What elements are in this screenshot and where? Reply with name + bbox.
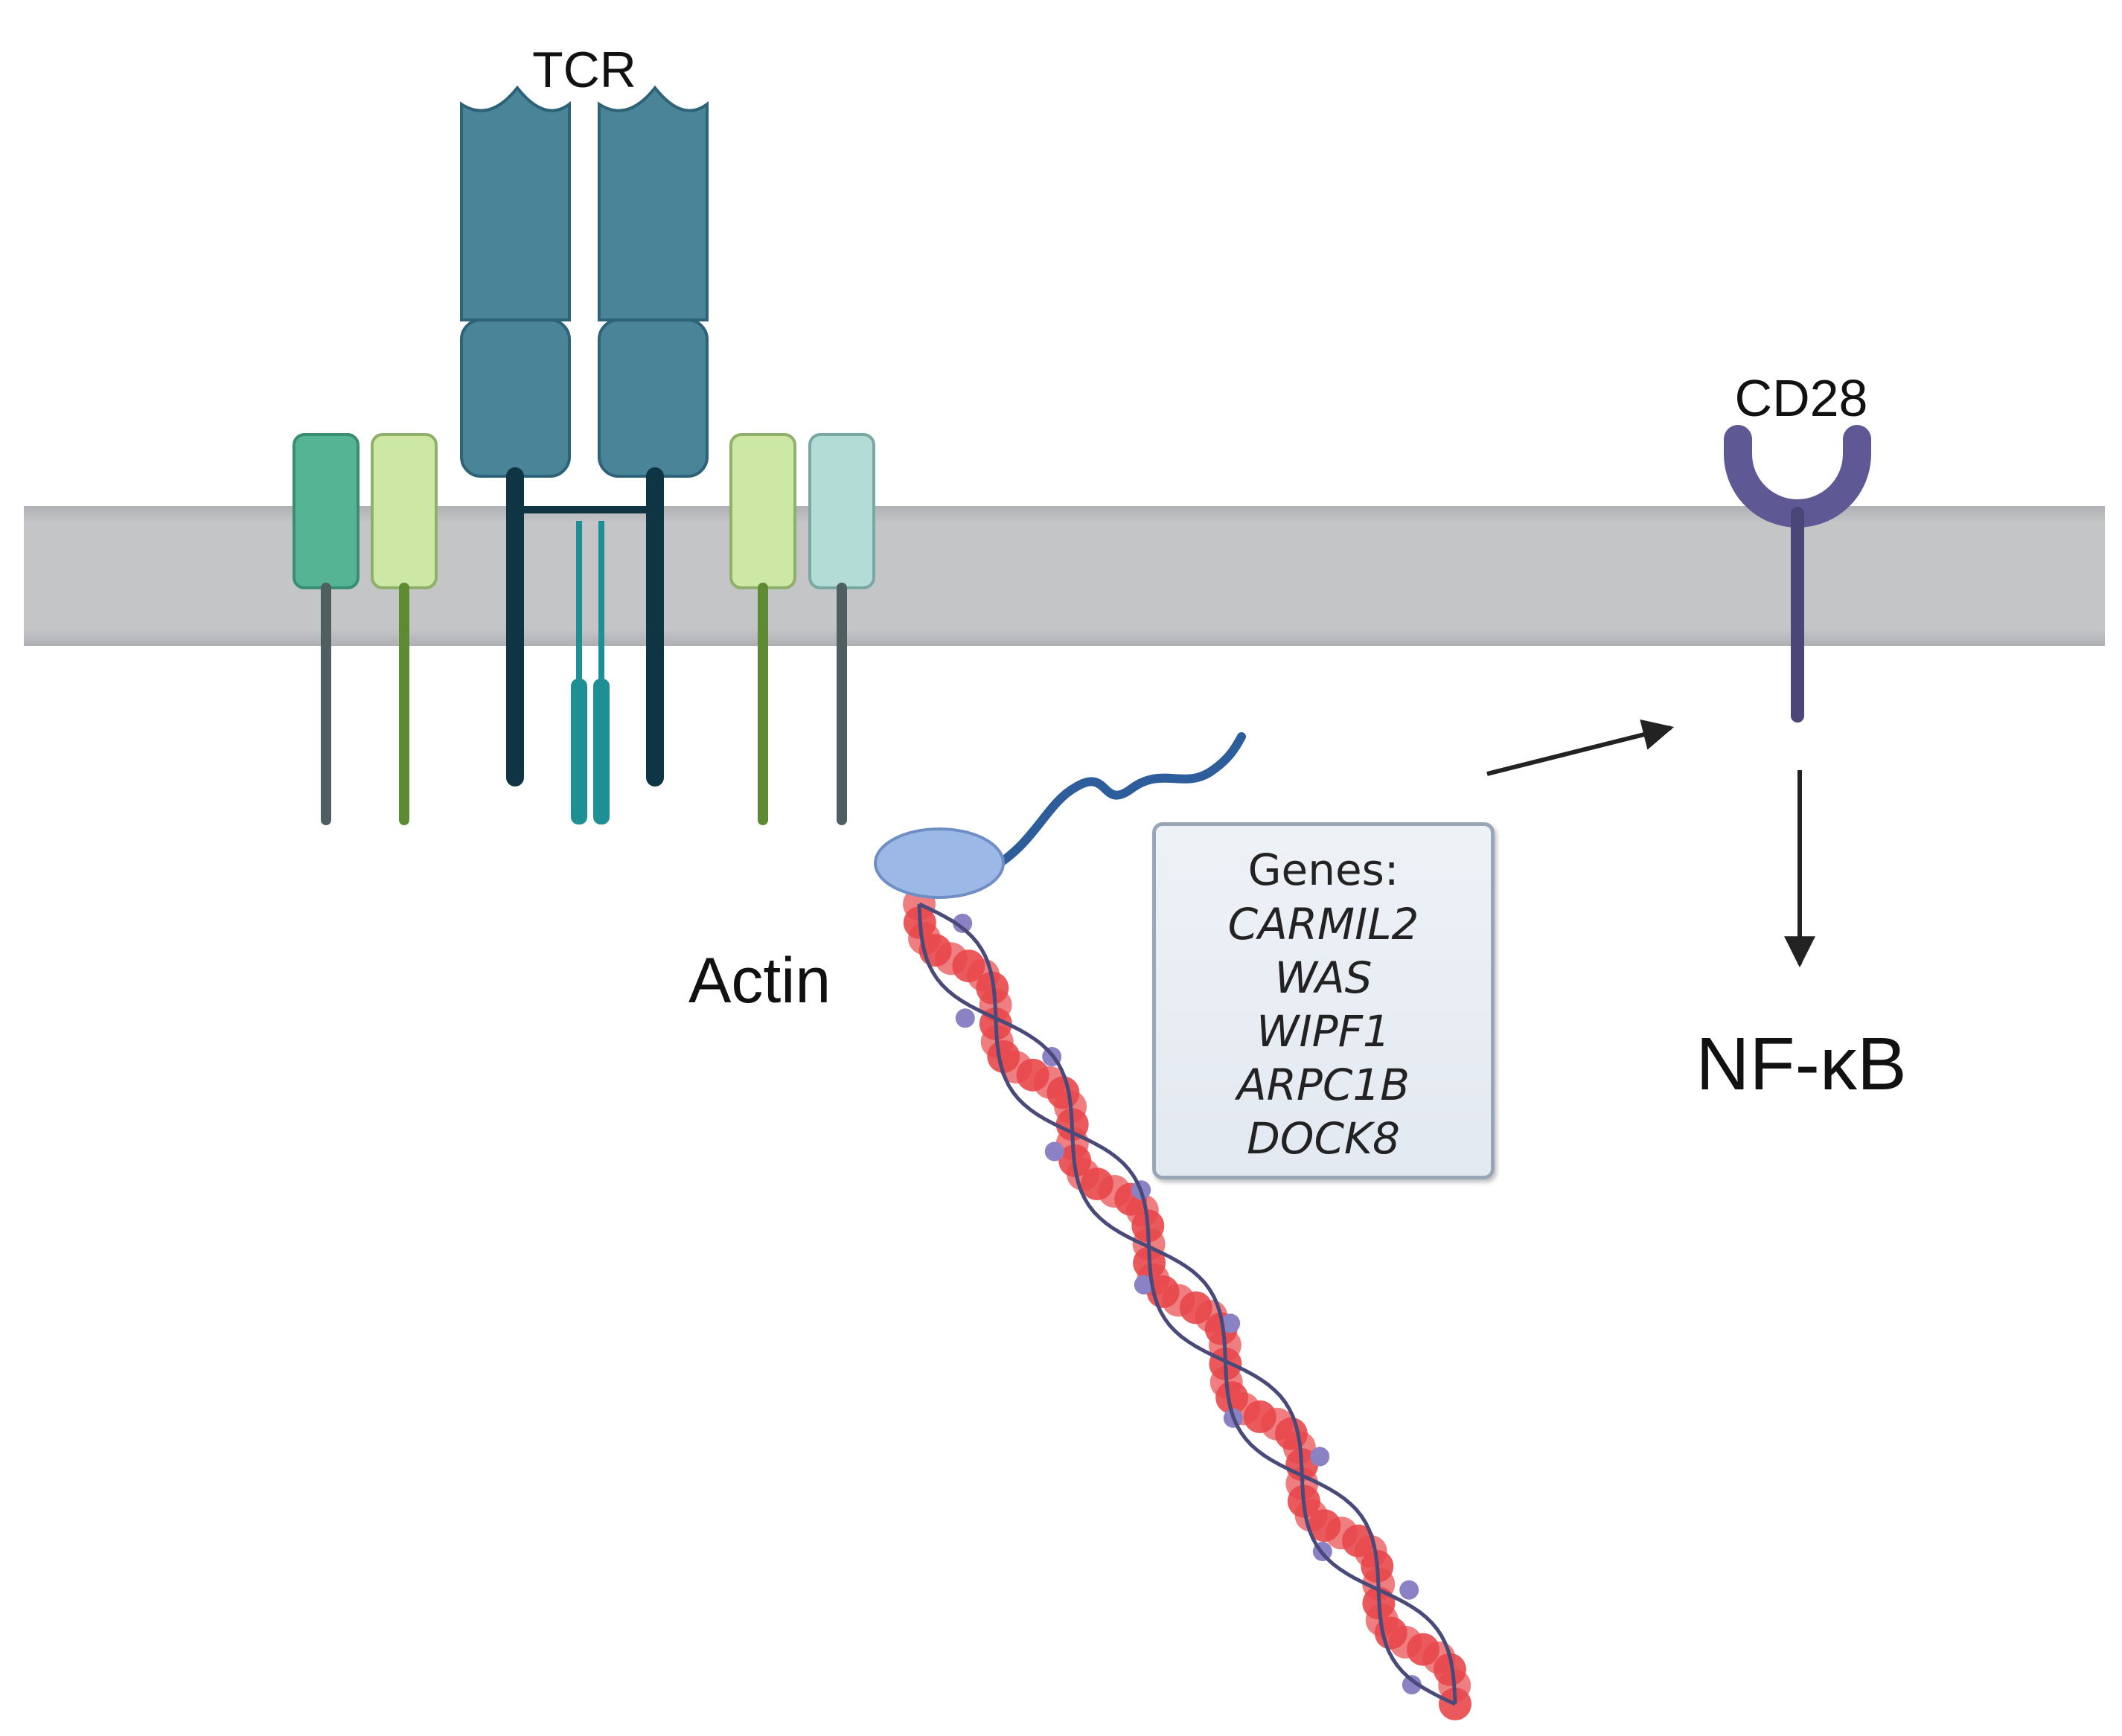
actin-strand [917, 903, 1457, 1706]
gene-arpc1b: ARPC1B [1236, 1060, 1410, 1110]
actin-binding-protein [1402, 1675, 1422, 1695]
cd3-zeta-dimer [571, 521, 610, 824]
genes-box: Genes: CARMIL2 WAS WIPF1 ARPC1B DOCK8 [1152, 822, 1495, 1179]
cd3-epsilon-right [808, 433, 875, 825]
tcr-alpha-chain [460, 85, 571, 787]
actin-cap-tail [985, 732, 1246, 874]
actin-binding-protein [1399, 1580, 1419, 1600]
gene-carmil2: CARMIL2 [1227, 899, 1419, 949]
arrow-to-cd28 [1486, 719, 1675, 776]
cd28-label: CD28 [1734, 369, 1868, 427]
actin-binding-protein [1221, 1313, 1241, 1333]
actin-binding-protein [953, 913, 973, 933]
cd3-epsilon-left [293, 433, 359, 825]
actin-filament [903, 888, 1471, 1720]
cd3-gamma-left [371, 433, 438, 825]
actin-cap-protein [874, 827, 1005, 899]
gene-wipf1: WIPF1 [1256, 1006, 1390, 1057]
actin-binding-protein [1310, 1447, 1330, 1467]
actin-strand [918, 902, 1457, 1705]
genes-title: Genes: [1247, 845, 1399, 895]
gene-was: WAS [1274, 952, 1372, 1003]
nfkb-label: NF-κB [1696, 1022, 1907, 1106]
actin-binding-protein [1134, 1275, 1154, 1295]
actin-binding-protein [955, 1008, 975, 1028]
gene-dock8: DOCK8 [1247, 1113, 1400, 1164]
tcr-label: TCR [532, 42, 636, 98]
cd28-receptor [1724, 425, 1871, 723]
tcr-beta-chain [598, 85, 709, 787]
cd3-gamma-right [729, 433, 796, 825]
actin-binding-protein [1044, 1141, 1064, 1162]
actin-label: Actin [688, 945, 831, 1016]
